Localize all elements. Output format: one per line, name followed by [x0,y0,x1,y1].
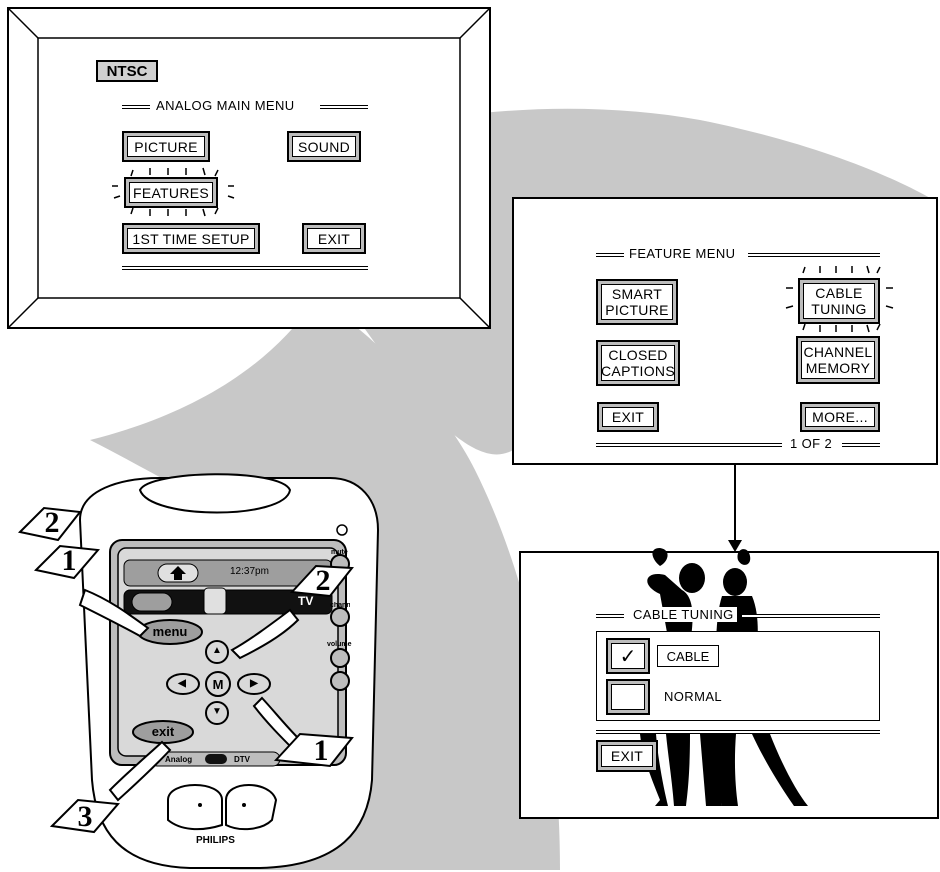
step-number-2-right: 2 [315,564,331,597]
main-menu-rule-left [122,105,150,109]
tv-exit-button[interactable]: EXIT [302,223,366,254]
page-indicator: 1 OF 2 [790,436,833,451]
channel-label: channel [330,602,350,609]
channel-memory-button[interactable]: CHANNEL MEMORY [796,336,880,384]
closed-captions-label-1: CLOSED [608,347,668,363]
page-rule-left [596,443,782,447]
menu-center-button[interactable]: M [212,677,224,692]
closed-captions-button[interactable]: CLOSED CAPTIONS [596,340,680,386]
sound-button[interactable]: SOUND [287,131,361,162]
closed-captions-label-2: CAPTIONS [601,363,675,379]
smart-picture-label-2: PICTURE [605,302,669,318]
main-menu-rule-right [320,105,368,109]
menu-button[interactable]: menu [152,624,188,639]
chevron-up-icon[interactable]: ▲ [212,645,222,656]
page-rule-right [842,443,880,447]
main-menu-bottom-rule [122,266,368,270]
channel-memory-label-1: CHANNEL [803,344,873,360]
analog-label: Analog [165,755,193,764]
pointing-hand-right [252,696,302,752]
dtv-label: DTV [234,755,250,764]
step-number-1-right: 1 [313,734,329,767]
feature-menu-rule-left [596,253,624,257]
cable-tuning-highlight-rays [785,265,894,333]
smart-picture-button[interactable]: SMART PICTURE [596,279,678,325]
remote-control [78,473,380,869]
more-button[interactable]: MORE... [800,402,880,432]
cable-tuning-bottom-rule [596,730,880,734]
mute-label: mute [331,549,348,556]
home-icon [170,566,186,580]
remote-tv-label: TV [298,594,314,608]
step-number-1-left: 1 [61,544,77,577]
pointing-hand-up [230,608,300,660]
pointing-hand-menu [78,588,150,638]
cable-checkbox[interactable]: ✓ [606,638,650,674]
channel-memory-label-2: MEMORY [805,360,871,376]
feature-exit-button[interactable]: EXIT [597,402,659,432]
cable-tuning-label-2: TUNING [811,301,867,317]
cable-tuning-rule-right [742,614,880,618]
normal-checkbox[interactable] [606,679,650,715]
feature-menu-rule-right [748,253,880,257]
cable-tuning-button[interactable]: CABLE TUNING [798,278,880,324]
picture-button[interactable]: PICTURE [122,131,210,162]
cable-option-label: CABLE [657,645,719,667]
tv-frame [7,7,491,329]
step-badge-shapes [17,506,354,834]
volume-label: volume [327,641,352,648]
pointing-hand-exit [108,740,172,802]
normal-option-label: NORMAL [664,689,723,704]
step-number-2-left: 2 [44,506,60,539]
chevron-right-icon[interactable]: ▶ [250,678,258,689]
philips-logo: PHILIPS [196,835,235,846]
down-arrow [728,465,742,552]
cable-tuning-exit-button[interactable]: EXIT [596,740,658,772]
features-highlight-rays [112,167,235,217]
smart-picture-label-1: SMART [611,286,663,302]
exit-remote-button[interactable]: exit [151,724,175,739]
step-number-3: 3 [77,800,93,833]
cable-tuning-label-1: CABLE [815,285,863,301]
features-button[interactable]: FEATURES [124,177,218,208]
analog-main-menu-title: ANALOG MAIN MENU [156,98,295,113]
remote-time: 12:37pm [230,566,269,577]
chevron-down-icon[interactable]: ▼ [212,706,222,717]
feature-menu-title: FEATURE MENU [629,246,736,261]
ntsc-badge: NTSC [96,60,158,82]
first-time-setup-button[interactable]: 1ST TIME SETUP [122,223,260,254]
cable-tuning-title: CABLE TUNING [630,607,737,622]
chevron-left-icon[interactable]: ◀ [178,678,186,689]
cable-tuning-rule-left [596,614,624,618]
